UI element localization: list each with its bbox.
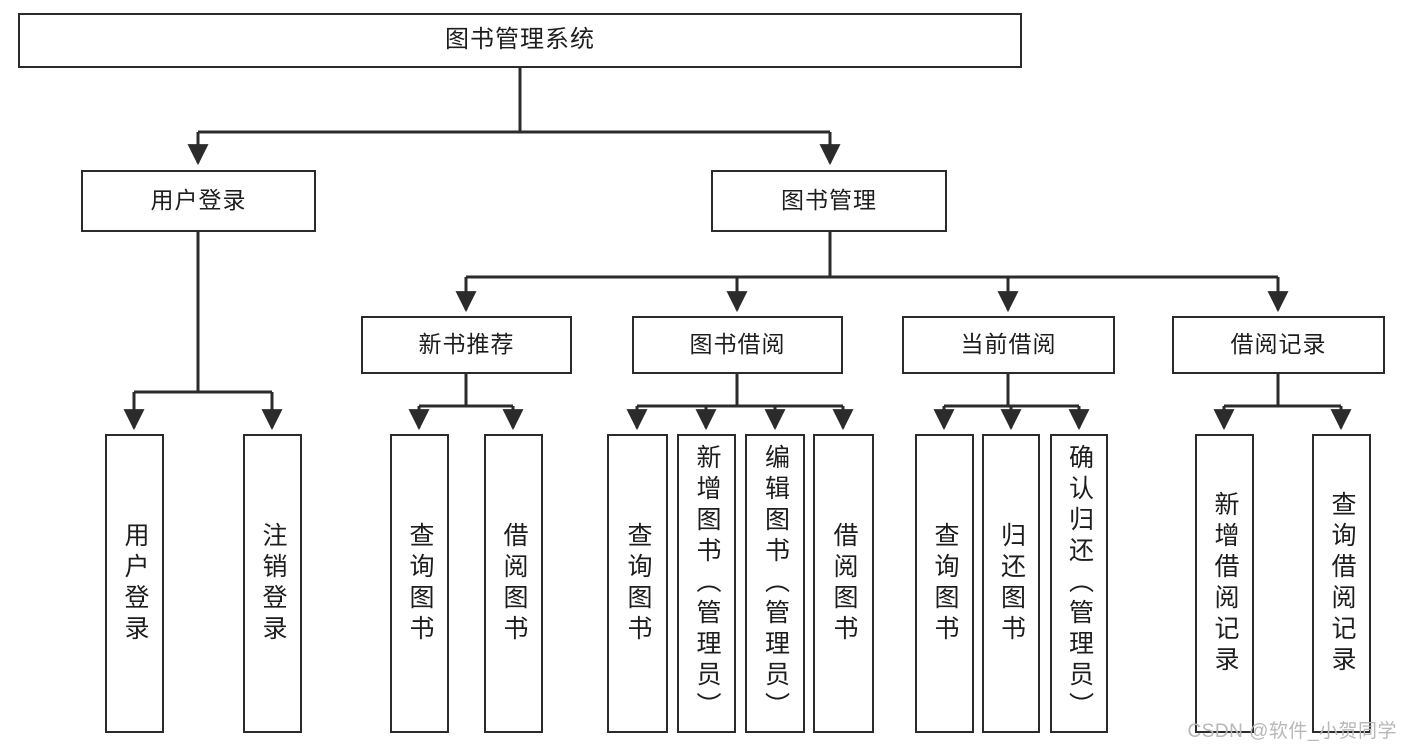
node-label: 用户登录 [150,187,247,214]
node-leaf-user-login[interactable]: 用户登录 [105,434,164,733]
node-leaf-logout-login[interactable]: 注销登录 [243,434,302,733]
node-leaf-query-book-2[interactable]: 查询图书 [607,434,668,733]
node-book-borrow[interactable]: 图书借阅 [632,316,843,374]
node-label: 查询图书 [931,521,959,646]
node-label: 用户登录 [121,521,149,646]
node-new-book-recommend[interactable]: 新书推荐 [361,316,572,374]
node-user-login[interactable]: 用户登录 [81,170,316,232]
node-label: 当前借阅 [960,331,1057,358]
node-label: 新增图书（管理员） [693,444,721,723]
node-label: 图书借阅 [689,331,786,358]
node-label: 查询图书 [624,521,652,646]
node-label: 借阅图书 [500,521,528,646]
node-leaf-query-book-3[interactable]: 查询图书 [915,434,974,733]
node-book-management[interactable]: 图书管理 [711,170,947,232]
node-leaf-query-borrow-record[interactable]: 查询借阅记录 [1312,434,1371,733]
node-label: 归还图书 [997,521,1026,646]
node-leaf-query-book-1[interactable]: 查询图书 [390,434,449,733]
node-label: 注销登录 [259,521,287,646]
node-leaf-borrow-book-2[interactable]: 借阅图书 [813,434,874,733]
node-label: 确认归还（管理员） [1065,444,1094,723]
node-leaf-edit-book-admin[interactable]: 编辑图书（管理员） [745,434,805,733]
node-leaf-borrow-book-1[interactable]: 借阅图书 [484,434,543,733]
node-label: 图书管理 [781,187,877,214]
node-label: 查询图书 [406,521,434,646]
node-leaf-confirm-return-admin[interactable]: 确认归还（管理员） [1050,434,1108,733]
node-leaf-return-book[interactable]: 归还图书 [982,434,1040,733]
node-label: 借阅图书 [830,521,858,646]
node-label: 编辑图书（管理员） [761,444,790,723]
node-borrow-record[interactable]: 借阅记录 [1172,316,1385,374]
watermark-text: CSDN @软件_小贺同学 [1187,721,1397,742]
node-label: 新书推荐 [418,331,515,358]
node-leaf-add-borrow-record[interactable]: 新增借阅记录 [1195,434,1254,733]
node-current-borrow[interactable]: 当前借阅 [902,316,1115,374]
node-root-system[interactable]: 图书管理系统 [18,13,1022,68]
node-leaf-add-book-admin[interactable]: 新增图书（管理员） [677,434,736,733]
node-label: 新增借阅记录 [1211,490,1239,677]
node-label: 查询借阅记录 [1328,490,1356,677]
node-label: 图书管理系统 [445,26,595,54]
node-label: 借阅记录 [1230,331,1327,358]
